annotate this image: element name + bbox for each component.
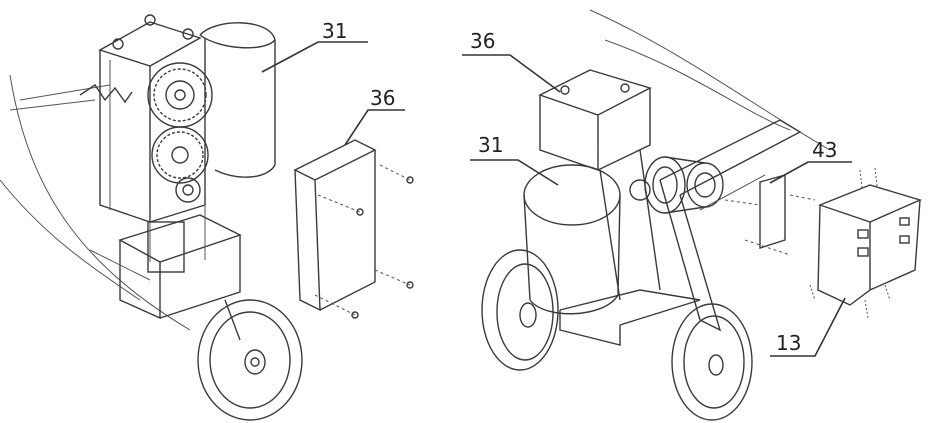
left-cover-36 [293, 139, 414, 319]
small-gear [175, 177, 201, 203]
callout-leader-43 [769, 161, 852, 184]
right-rear-wheel [481, 249, 559, 371]
upper-gear [147, 62, 213, 128]
callout-13: 13 [776, 331, 801, 355]
left-view: 31 36 [0, 14, 414, 421]
lower-gear [151, 126, 209, 184]
right-view: 36 31 43 13 [462, 9, 923, 421]
callout-36-right: 36 [470, 29, 495, 53]
callout-36-left: 36 [370, 86, 395, 110]
callout-leader-36-left [344, 109, 405, 146]
left-housing-31 [199, 22, 276, 178]
callout-31-left: 31 [322, 19, 347, 43]
bracket-43 [724, 174, 816, 256]
right-front-wheel [671, 303, 753, 421]
callout-leader-31-right [470, 159, 559, 186]
guard-13 [809, 167, 923, 319]
callout-leader-13 [770, 297, 846, 357]
callout-43: 43 [812, 138, 837, 162]
left-wheel [197, 299, 303, 421]
right-housing-31 [523, 164, 621, 315]
callout-31-right: 31 [478, 133, 503, 157]
pulley-assembly [629, 156, 724, 214]
callout-leader-31-left [261, 41, 368, 73]
callout-leader-36-right [462, 54, 561, 93]
